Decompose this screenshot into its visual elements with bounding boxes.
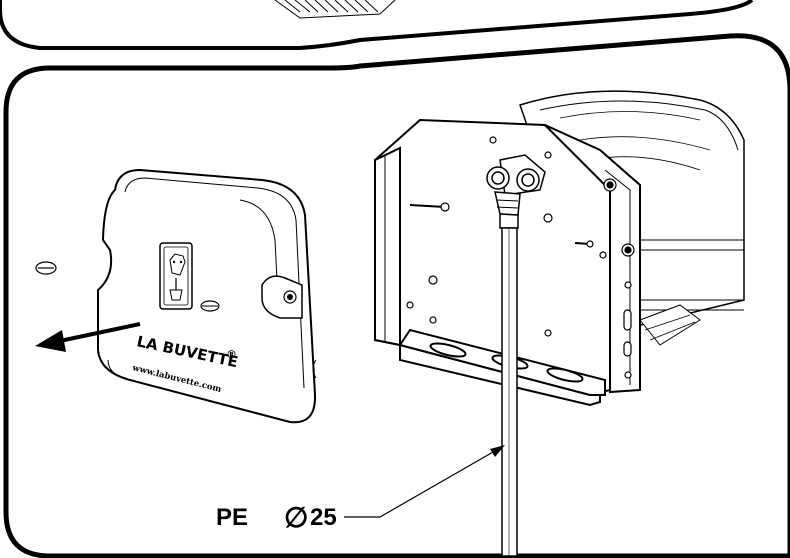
callout-diameter-symbol: ∅ [284,502,308,533]
loose-fastener [35,261,57,275]
drinker-cover [97,168,317,424]
callout-leader-line [344,447,501,518]
cow-drinking-icon [159,242,193,310]
pe-pipe [501,227,518,557]
top-panel-hatch [274,0,396,19]
bracket-fasteners [406,136,635,379]
top-panel [0,0,754,50]
registered-mark: ® [226,348,237,361]
valve-fitting [486,154,546,229]
callout-leader-arrowhead [490,445,505,457]
pipe-callout: PE ∅ 25 [216,445,505,533]
arrow-left-icon [35,322,141,352]
main-panel-frame [3,33,790,558]
callout-diameter-value: 25 [310,504,337,531]
callout-material: PE [216,504,248,531]
